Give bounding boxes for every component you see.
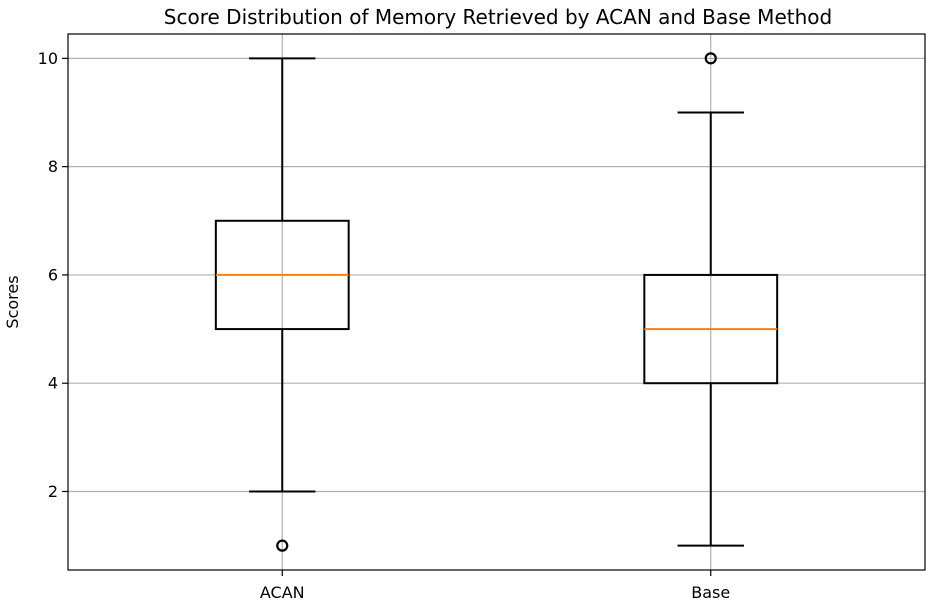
- outlier-point: [704, 52, 717, 65]
- y-tick-label: 8: [48, 157, 58, 176]
- chart-title: Score Distribution of Memory Retrieved b…: [164, 5, 832, 29]
- x-tick-label: ACAN: [260, 583, 305, 602]
- y-tick-label: 6: [48, 265, 58, 284]
- y-tick-label: 4: [48, 374, 58, 393]
- box-base: [643, 52, 779, 547]
- plot-frame: [67, 33, 926, 571]
- outlier-point: [276, 539, 289, 552]
- grid-lines: [68, 34, 925, 570]
- y-tick-label: 2: [48, 482, 58, 501]
- y-axis-label: Scores: [3, 275, 22, 328]
- x-tick-label: Base: [691, 583, 730, 602]
- y-tick-label: 10: [38, 49, 58, 68]
- box-series: [214, 52, 779, 552]
- box-acan: [214, 57, 350, 552]
